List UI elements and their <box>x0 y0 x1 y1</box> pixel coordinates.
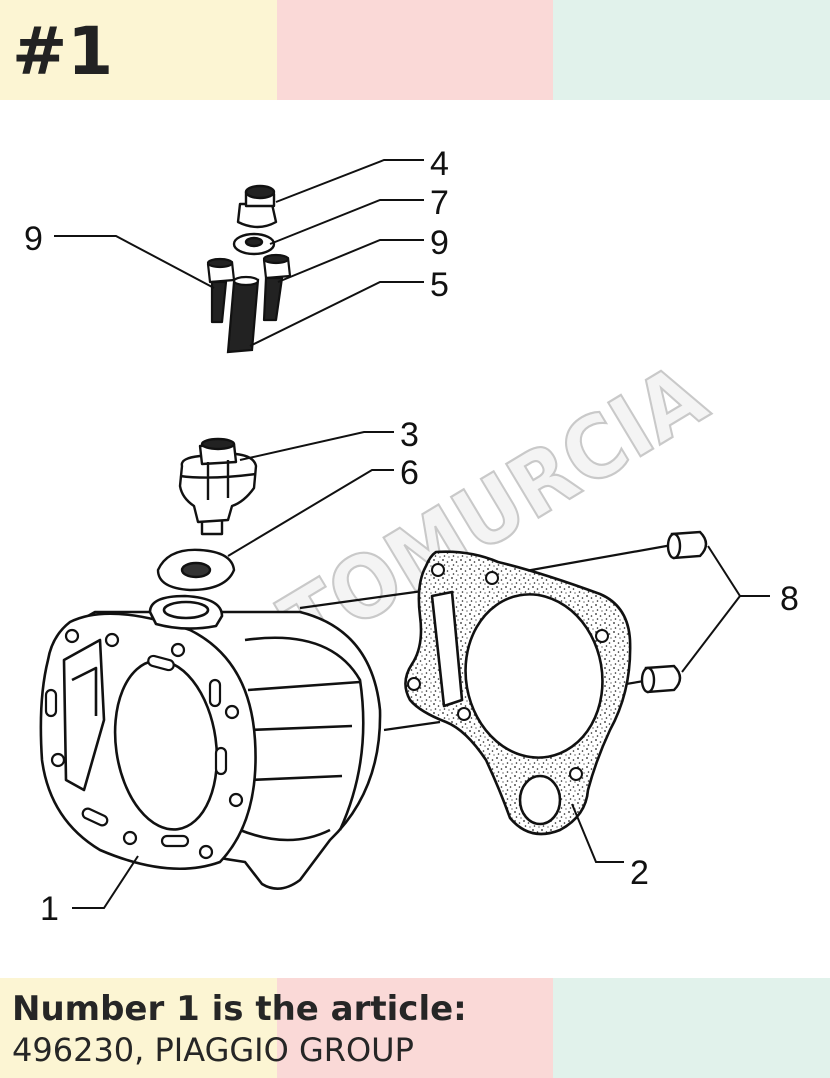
pin-icon <box>226 275 260 354</box>
exploded-parts-diagram: MOTOMURCIA <box>24 145 799 928</box>
callout-6: 6 <box>400 454 419 492</box>
page-title: #1 <box>12 13 114 90</box>
callout-leaders <box>54 159 770 909</box>
header-band-yellow <box>0 0 277 100</box>
callout-9-right: 9 <box>430 224 449 262</box>
screw-icon <box>206 253 292 324</box>
footer-band-pink <box>276 978 554 1078</box>
callout-8: 8 <box>780 580 799 618</box>
footer-band-yellow <box>0 978 277 1078</box>
callout-2: 2 <box>630 854 649 892</box>
callout-9-left: 9 <box>24 220 43 258</box>
header-band <box>0 0 830 100</box>
header-band-pink <box>276 0 554 100</box>
washer-icon <box>232 232 276 256</box>
callout-7: 7 <box>430 184 449 222</box>
callout-1: 1 <box>40 890 59 928</box>
caption-article-number: 496230, PIAGGIO GROUP <box>12 1031 414 1069</box>
cap-bolt-icon <box>236 184 278 229</box>
caption-heading: Number 1 is the article: <box>12 989 467 1029</box>
cylinder-icon <box>39 594 382 890</box>
tensioner-gasket-icon <box>156 548 236 592</box>
header-band-mint <box>553 0 830 100</box>
footer-band <box>0 978 830 1078</box>
tensioner-icon <box>178 437 258 536</box>
article-caption: Number 1 is the article: 496230, PIAGGIO… <box>12 988 467 1070</box>
dowel-icon <box>640 530 708 694</box>
callout-3: 3 <box>400 416 419 454</box>
callout-4: 4 <box>430 145 449 183</box>
head-gasket-icon <box>404 550 632 836</box>
callout-5: 5 <box>430 266 449 304</box>
footer-band-mint <box>553 978 830 1078</box>
